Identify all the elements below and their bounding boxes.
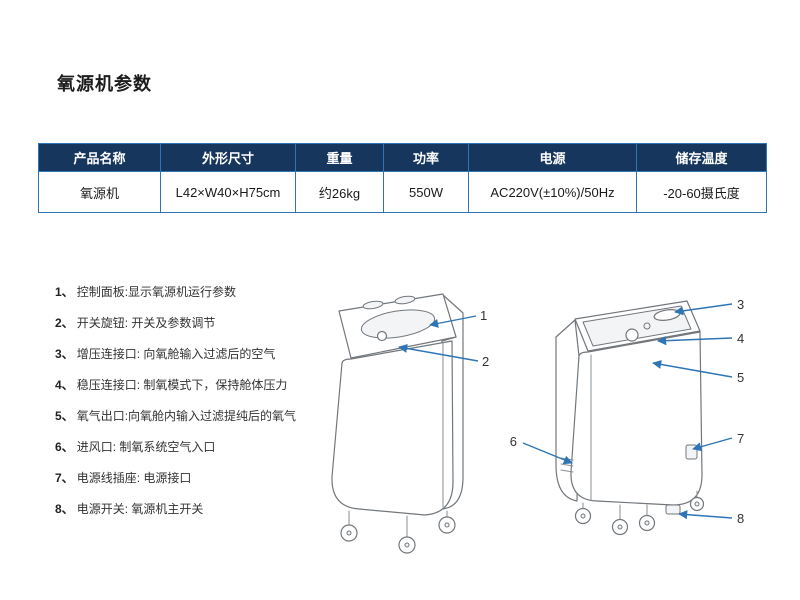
right-machine-illustration bbox=[555, 300, 705, 536]
legend-item-text: 进风口: 制氧系统空气入口 bbox=[76, 440, 216, 454]
legend-item: 2、开关旋钮: 开关及参数调节 bbox=[55, 314, 296, 333]
legend-item-number: 4、 bbox=[55, 378, 74, 392]
spec-table-header-row: 产品名称 外形尺寸 重量 功率 电源 储存温度 bbox=[38, 143, 767, 172]
header-power: 功率 bbox=[383, 143, 469, 172]
callout-number-8: 8 bbox=[737, 511, 744, 526]
header-product-name: 产品名称 bbox=[38, 143, 161, 172]
cell-dimensions: L42×W40×H75cm bbox=[160, 171, 296, 213]
callout-numbers: 1 2 3 4 5 6 7 8 bbox=[480, 297, 744, 526]
callout-number-5: 5 bbox=[737, 370, 744, 385]
legend-item: 4、稳压连接口: 制氧模式下，保持舱体压力 bbox=[55, 376, 296, 395]
callout-arrow-8 bbox=[678, 510, 733, 520]
legend-item-number: 5、 bbox=[55, 409, 74, 423]
callout-arrow-5 bbox=[652, 359, 733, 378]
legend-item: 6、进风口: 制氧系统空气入口 bbox=[55, 438, 296, 457]
callout-arrows bbox=[398, 303, 733, 520]
legend-list: 1、控制面板:显示氧源机运行参数 2、开关旋钮: 开关及参数调节 3、增压连接口… bbox=[55, 283, 296, 531]
callout-arrow-6 bbox=[522, 442, 573, 465]
callout-arrow-3 bbox=[674, 303, 733, 316]
legend-item-text: 电源开关: 氧源机主开关 bbox=[76, 502, 204, 516]
legend-item-text: 开关旋钮: 开关及参数调节 bbox=[76, 316, 216, 330]
legend-item-number: 6、 bbox=[55, 440, 74, 454]
callout-arrow-1 bbox=[429, 315, 477, 328]
callout-number-2: 2 bbox=[482, 354, 489, 369]
callout-arrow-4 bbox=[657, 336, 733, 346]
legend-item: 5、氧气出口:向氧舱内输入过滤提纯后的氧气 bbox=[55, 407, 296, 426]
callout-arrow-7 bbox=[692, 437, 733, 452]
legend-item-text: 增压连接口: 向氧舱输入过滤后的空气 bbox=[76, 347, 276, 361]
callout-number-4: 4 bbox=[737, 331, 744, 346]
header-weight: 重量 bbox=[295, 143, 384, 172]
legend-item: 7、电源线插座: 电源接口 bbox=[55, 469, 296, 488]
cell-product-name: 氧源机 bbox=[38, 171, 161, 213]
legend-item-text: 氧气出口:向氧舱内输入过滤提纯后的氧气 bbox=[76, 409, 297, 423]
legend-item-number: 3、 bbox=[55, 347, 74, 361]
legend-item: 8、电源开关: 氧源机主开关 bbox=[55, 500, 296, 519]
table-row: 氧源机 L42×W40×H75cm 约26kg 550W AC220V(±10%… bbox=[38, 171, 767, 213]
legend-item-text: 稳压连接口: 制氧模式下，保持舱体压力 bbox=[76, 378, 288, 392]
legend-item: 3、增压连接口: 向氧舱输入过滤后的空气 bbox=[55, 345, 296, 364]
header-power-supply: 电源 bbox=[468, 143, 637, 172]
callout-number-3: 3 bbox=[737, 297, 744, 312]
left-machine-illustration bbox=[331, 293, 464, 554]
legend-item: 1、控制面板:显示氧源机运行参数 bbox=[55, 283, 296, 302]
cell-power-supply: AC220V(±10%)/50Hz bbox=[468, 171, 637, 213]
cell-storage-temp: -20-60摄氏度 bbox=[636, 171, 767, 213]
legend-item-text: 控制面板:显示氧源机运行参数 bbox=[76, 285, 237, 299]
page-title: 氧源机参数 bbox=[57, 74, 152, 94]
header-storage-temp: 储存温度 bbox=[636, 143, 767, 172]
legend-item-number: 8、 bbox=[55, 502, 74, 516]
legend-item-number: 2、 bbox=[55, 316, 74, 330]
callout-arrow-2 bbox=[398, 343, 479, 362]
cell-weight: 约26kg bbox=[295, 171, 384, 213]
product-illustration: 1 2 3 4 5 6 7 8 bbox=[331, 293, 744, 554]
legend-item-number: 1、 bbox=[55, 285, 74, 299]
cell-power: 550W bbox=[383, 171, 469, 213]
callout-number-6: 6 bbox=[510, 434, 517, 449]
legend-item-number: 7、 bbox=[55, 471, 74, 485]
spec-table: 产品名称 外形尺寸 重量 功率 电源 储存温度 氧源机 L42×W40×H75c… bbox=[38, 143, 767, 213]
callout-number-1: 1 bbox=[480, 308, 487, 323]
header-dimensions: 外形尺寸 bbox=[160, 143, 296, 172]
legend-item-text: 电源线插座: 电源接口 bbox=[76, 471, 192, 485]
callout-number-7: 7 bbox=[737, 431, 744, 446]
